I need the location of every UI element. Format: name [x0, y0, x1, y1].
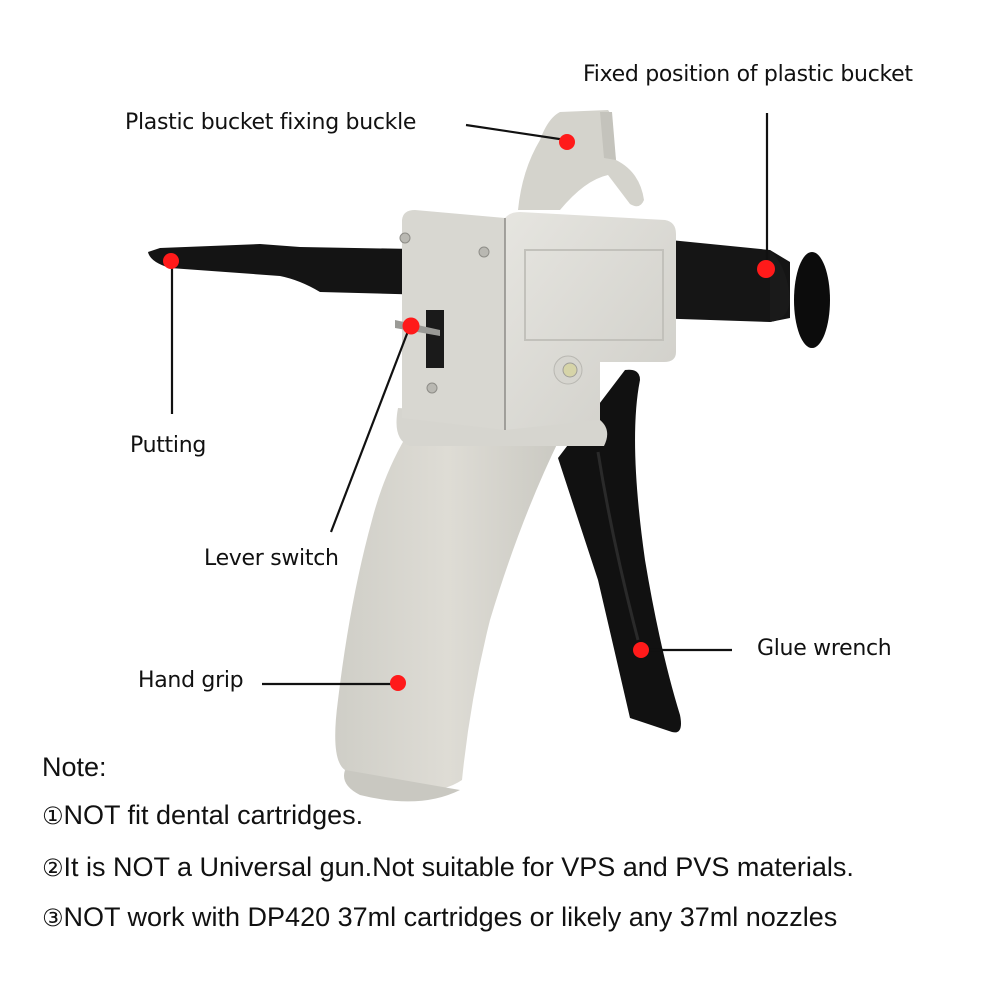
note-marker-2: ②: [42, 854, 64, 882]
note-item-2: ②It is NOT a Universal gun.Not suitable …: [42, 852, 854, 883]
label-lever-switch: Lever switch: [204, 546, 339, 571]
notes-title: Note:: [42, 752, 107, 782]
housing-front: [395, 210, 505, 430]
label-fixing-buckle: Plastic bucket fixing buckle: [125, 110, 417, 135]
rear-plunger-rod: [650, 238, 830, 348]
hand-grip: [335, 430, 560, 802]
note-item-3: ③NOT work with DP420 37ml cartridges or …: [42, 902, 837, 933]
label-putting: Putting: [130, 433, 206, 458]
note-marker-1: ①: [42, 802, 64, 830]
dot-hand-grip: [390, 675, 406, 691]
dot-putting: [163, 253, 179, 269]
leader-lever-switch: [329, 325, 412, 533]
dot-lever-switch: [402, 317, 420, 335]
leader-fixing-buckle: [465, 123, 567, 142]
trigger-lever: [558, 369, 681, 733]
housing-body: [504, 212, 676, 430]
note-text-1: NOT fit dental cartridges.: [63, 800, 364, 830]
note-item-1: ①NOT fit dental cartridges.: [42, 800, 363, 831]
note-marker-3: ③: [42, 904, 64, 932]
label-glue-wrench: Glue wrench: [757, 636, 892, 661]
callout-leaders: [170, 113, 769, 686]
dot-fixed-position: [757, 260, 775, 278]
marker-dots: [163, 134, 775, 691]
label-hand-grip: Hand grip: [138, 668, 244, 693]
note-text-3: NOT work with DP420 37ml cartridges or l…: [63, 902, 838, 932]
dot-glue-wrench: [633, 642, 649, 658]
label-fixed-position: Fixed position of plastic bucket: [583, 62, 913, 87]
note-text-2: It is NOT a Universal gun.Not suitable f…: [63, 852, 854, 882]
dot-fixing-buckle: [559, 134, 575, 150]
fixing-buckle: [518, 110, 644, 210]
